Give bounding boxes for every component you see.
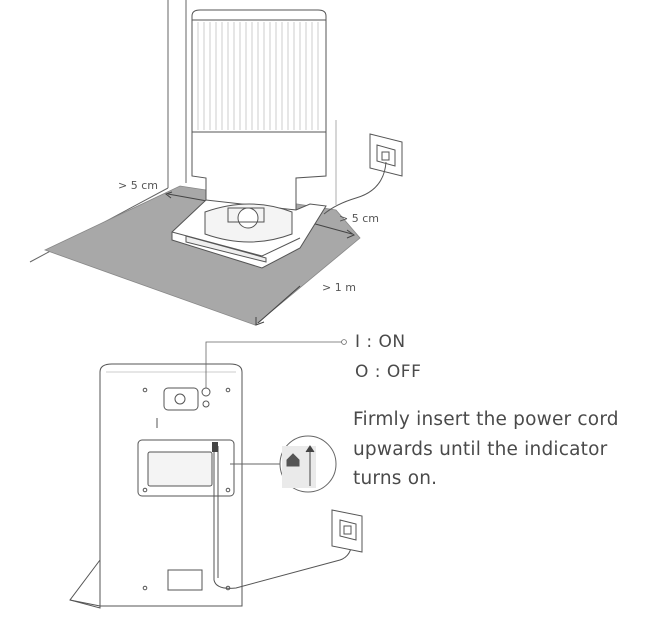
cord-plug — [212, 442, 218, 452]
zoom-circle — [230, 435, 337, 493]
instruction-line-1: Firmly insert the power cord — [353, 409, 619, 430]
wall-socket-bottom — [331, 509, 363, 553]
switch-callout — [205, 339, 347, 388]
dock-station-drawing — [171, 9, 327, 269]
clearance-front-label: > 1 m — [322, 281, 356, 294]
instruction-line-3: turns on. — [353, 468, 438, 489]
dock-back-drawing — [69, 363, 243, 609]
switch-off-label: O : OFF — [355, 362, 422, 382]
instruction-line-2: upwards until the indicator — [353, 438, 608, 460]
wall-socket-top — [323, 133, 403, 215]
power-cord-instruction: Firmly insert the power cord upwards unt… — [353, 405, 643, 494]
switch-on-label: I : ON — [355, 332, 406, 352]
clearance-left-label: > 5 cm — [118, 179, 158, 192]
placement-diagram — [29, 0, 403, 326]
dock-ribs — [197, 22, 319, 130]
back-view-diagram — [69, 339, 363, 609]
clearance-right-label: > 5 cm — [339, 212, 379, 225]
